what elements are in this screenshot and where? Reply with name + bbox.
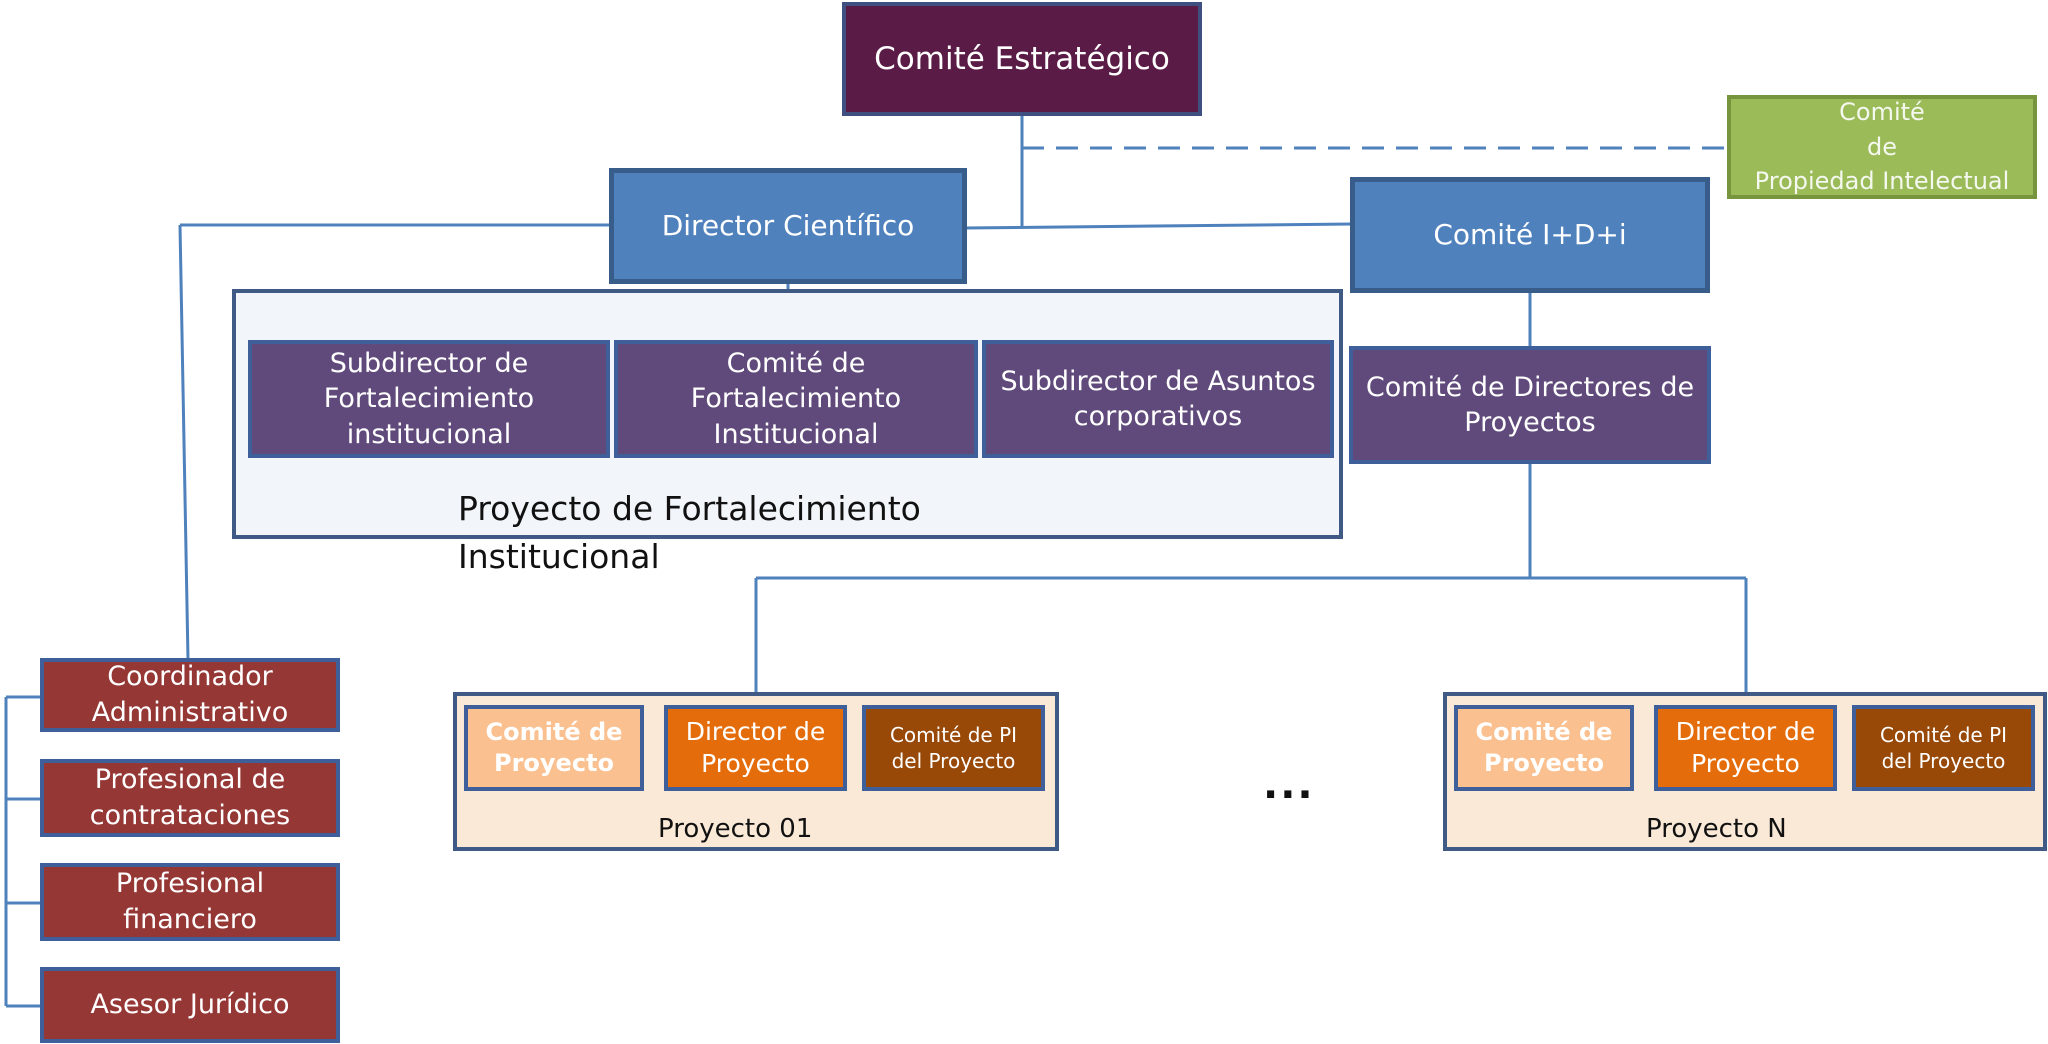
ip-committee-line-2: de [1867, 132, 1897, 161]
fortalecimiento-panel-label-line-1: Proyecto de Fortalecimiento [458, 489, 921, 528]
projects-ellipsis: ... [1263, 762, 1315, 808]
profesional-contrataciones-line-2: contrataciones [89, 800, 291, 831]
project-01-committee-box: Comité de Proyecto [464, 705, 644, 791]
comite-fortalecimiento-line-1: Comité de [726, 348, 866, 380]
project-n-ip-committee-box: Comité de PI del Proyecto [1852, 705, 2035, 791]
project-n-director-line-2: Proyecto [1691, 749, 1800, 778]
scientific-director-label: Director Científico [661, 208, 915, 242]
directors-committee-line-2: Proyectos [1464, 407, 1596, 438]
project-n-director-box: Director de Proyecto [1654, 705, 1837, 791]
directors-committee-box: Comité de Directores de Proyectos [1349, 346, 1711, 464]
project-01-ip-committee-box: Comité de PI del Proyecto [862, 705, 1045, 791]
project-n-ip-committee-line-2: del Proyecto [1881, 749, 2006, 773]
subdirector-asuntos-line-2: corporativos [1073, 401, 1243, 432]
comite-fortalecimiento-box: Comité de Fortalecimiento Institucional [614, 340, 978, 458]
subdirector-asuntos-line-1: Subdirector de Asuntos [1000, 365, 1316, 397]
project-01-director-box: Director de Proyecto [664, 705, 847, 791]
subdirector-fortalecimiento-box: Subdirector de Fortalecimiento instituci… [248, 340, 610, 458]
subdirector-asuntos-box: Subdirector de Asuntos corporativos [982, 340, 1334, 458]
ip-committee-line-1: Comité [1839, 97, 1925, 126]
project-01-committee-line-2: Proyecto [493, 749, 615, 777]
subdirector-fortalecimiento-line-1: Subdirector de [329, 348, 529, 380]
scientific-director-box: Director Científico [609, 168, 967, 284]
fortalecimiento-panel-label-line-2: Institucional [458, 537, 660, 576]
project-01-director-line-1: Director de [685, 716, 826, 746]
rdi-committee-label: Comité I+D+i [1433, 217, 1627, 251]
project-01-ip-committee-line-2: del Proyecto [891, 749, 1016, 773]
comite-fortalecimiento-line-3: Institucional [713, 418, 879, 450]
profesional-contrataciones-box: Profesional de contrataciones [40, 759, 340, 837]
project-n-director-line-1: Director de [1675, 716, 1816, 746]
coordinador-administrativo-line-1: Coordinador [107, 660, 273, 692]
coordinador-administrativo-box: Coordinador Administrativo [40, 658, 340, 732]
project-01-ip-committee-line-1: Comité de PI [889, 723, 1018, 747]
profesional-financiero-line-2: financiero [123, 904, 257, 935]
project-n-label: Proyecto N [1646, 814, 1787, 844]
asesor-juridico-label: Asesor Jurídico [90, 988, 290, 1020]
project-n-ip-committee-line-1: Comité de PI [1879, 723, 2008, 747]
asesor-juridico-box: Asesor Jurídico [40, 967, 340, 1043]
directors-committee-line-1: Comité de Directores de [1365, 371, 1695, 403]
profesional-contrataciones-line-1: Profesional de [94, 763, 286, 795]
subdirector-fortalecimiento-line-2: Fortalecimiento [323, 383, 535, 415]
strategic-committee-label: Comité Estratégico [874, 40, 1170, 77]
ip-committee-line-3: Propiedad Intelectual [1754, 167, 2010, 196]
comite-fortalecimiento-line-2: Fortalecimiento [690, 383, 902, 415]
profesional-financiero-box: Profesional financiero [40, 863, 340, 941]
project-01-label: Proyecto 01 [658, 814, 813, 844]
profesional-financiero-line-1: Profesional [115, 867, 265, 899]
strategic-committee-box: Comité Estratégico [842, 2, 1202, 116]
project-n-committee-line-1: Comité de [1475, 717, 1613, 746]
project-01-committee-line-1: Comité de [485, 717, 623, 746]
project-01-director-line-2: Proyecto [701, 749, 810, 778]
fortalecimiento-panel-label: Proyecto de Fortalecimiento Instituciona… [458, 485, 921, 581]
ip-committee-box: Comité de Propiedad Intelectual [1727, 95, 2037, 199]
project-n-committee-box: Comité de Proyecto [1454, 705, 1634, 791]
subdirector-fortalecimiento-line-3: institucional [346, 418, 512, 450]
project-n-committee-line-2: Proyecto [1483, 749, 1605, 777]
coordinador-administrativo-line-2: Administrativo [91, 697, 289, 728]
rdi-committee-box: Comité I+D+i [1350, 177, 1710, 293]
